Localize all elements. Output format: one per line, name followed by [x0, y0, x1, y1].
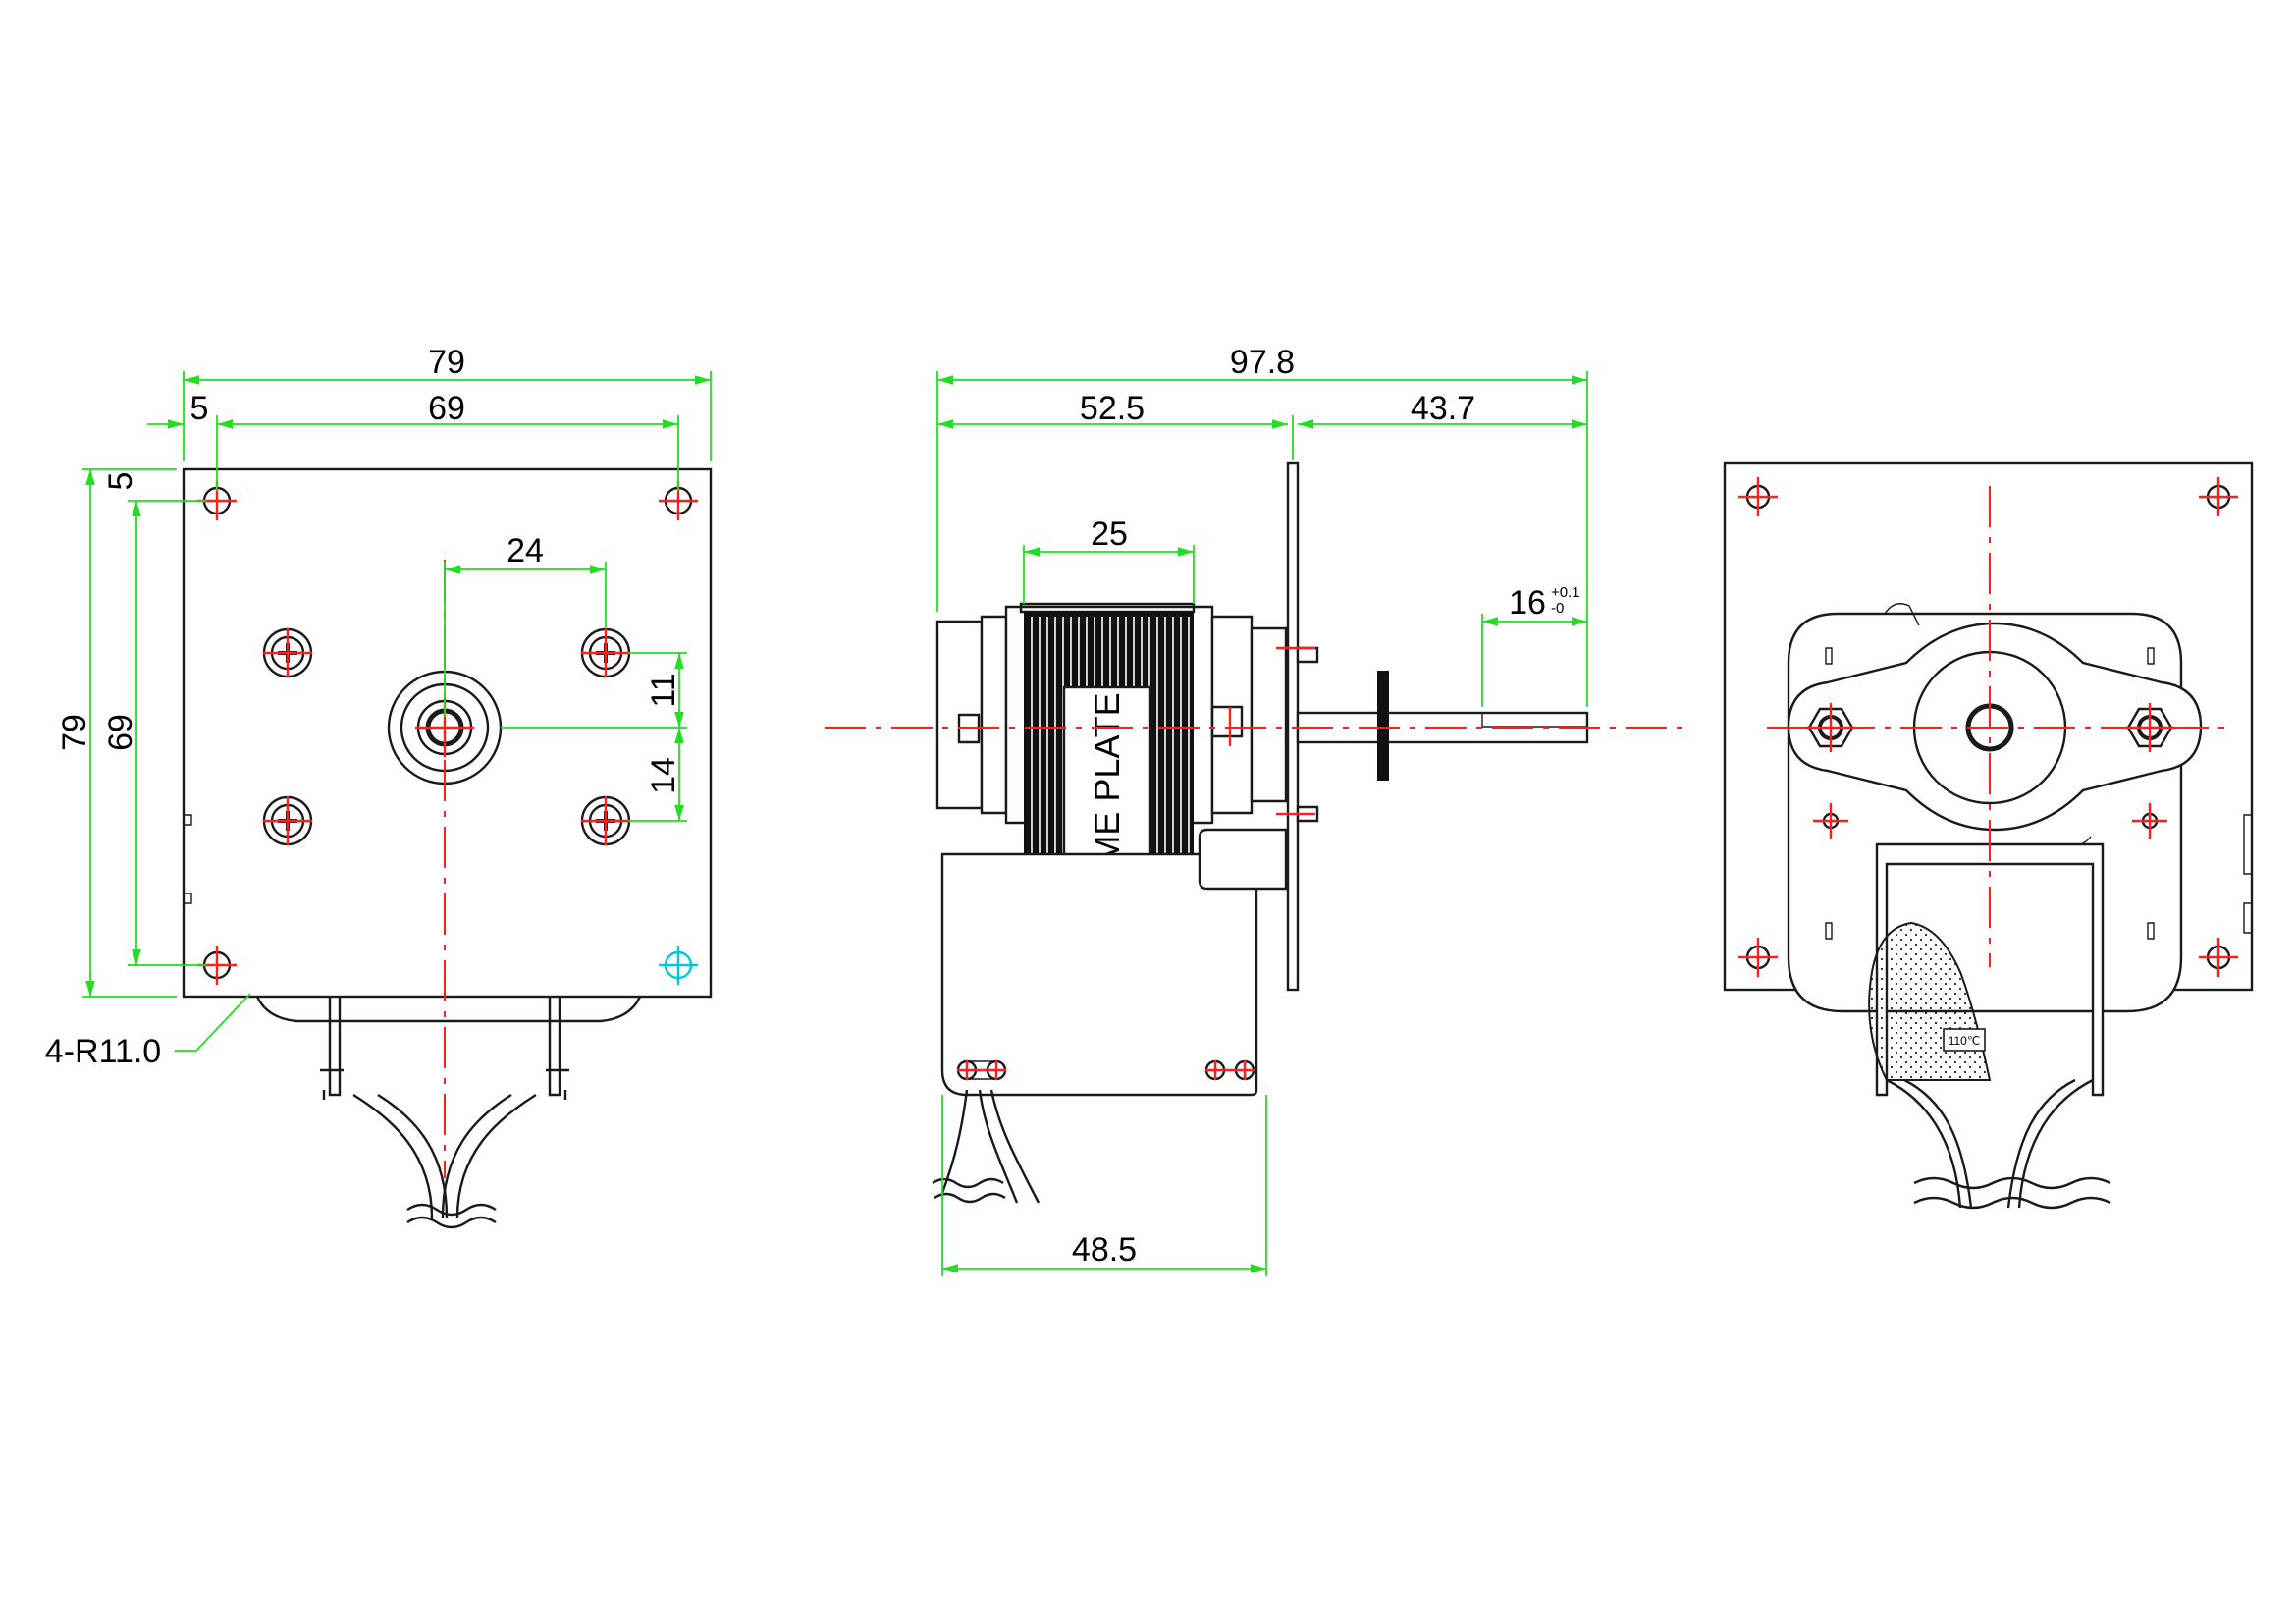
front-lower-housing	[255, 996, 642, 1023]
side-dimensions: 97.8 52.5 43.7 25 16 +0.1 -0 48.5	[936, 344, 1588, 1276]
side-shaft-washer	[1377, 671, 1389, 781]
dim-flat-length: 16	[1509, 584, 1546, 622]
rear-view: 110℃	[1723, 461, 2254, 1210]
front-dimensions: 79 5 69 24 79 69 5 11 14 4-R11.0	[45, 344, 712, 1070]
dim-base-length: 48.5	[1072, 1231, 1137, 1269]
side-lead-wires	[940, 1089, 1041, 1204]
side-bracket	[940, 852, 1258, 1097]
front-mounting-plate	[182, 467, 713, 999]
dim-body-length: 52.5	[1080, 390, 1145, 427]
callout-corner-radius: 4-R11.0	[45, 1033, 161, 1070]
dim-edge-offset: 5	[190, 390, 209, 427]
dim-tol-lower: -0	[1551, 600, 1564, 617]
dim-overall-height: 79	[56, 714, 93, 751]
dim-boss-spacing: 24	[507, 532, 544, 569]
dim-lower-offset: 14	[645, 757, 682, 794]
side-view: NAME PLATE	[825, 461, 1688, 1204]
front-plate-notches	[184, 814, 192, 904]
dim-shaft-length: 43.7	[1411, 390, 1475, 427]
dim-overall-length: 97.8	[1230, 344, 1295, 381]
front-bracket	[320, 997, 569, 1100]
dim-overall-width: 79	[428, 344, 465, 381]
dim-coil-width: 25	[1091, 515, 1128, 553]
dim-hole-spacing-h: 69	[428, 390, 465, 427]
thermal-fuse-label: 110℃	[1949, 1034, 1981, 1048]
front-view	[182, 467, 713, 1229]
dim-tol-upper: +0.1	[1551, 584, 1580, 601]
rear-lead-wires	[1886, 1078, 2094, 1209]
front-lead-wires	[352, 1093, 537, 1229]
rear-bracket	[1875, 842, 2105, 1097]
dim-hole-spacing-v: 69	[102, 714, 139, 751]
dim-upper-offset: 11	[645, 673, 682, 707]
dim-edge-offset-v: 5	[102, 472, 139, 491]
